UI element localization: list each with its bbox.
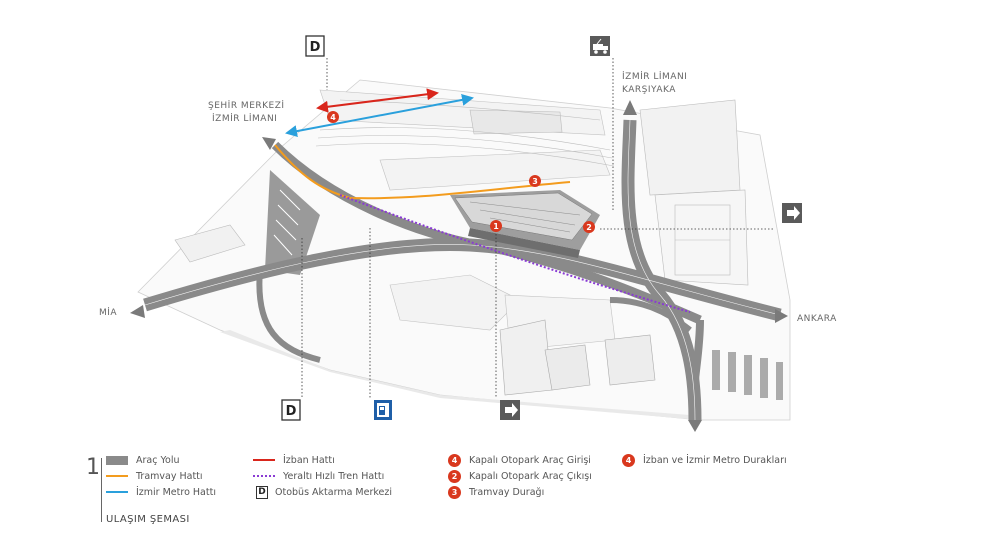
- bus-terminal-icon: D: [305, 35, 325, 57]
- underground-swatch: [253, 475, 275, 477]
- sheet-number: 1: [86, 455, 100, 480]
- svg-text:4: 4: [330, 113, 336, 122]
- legend-izban: İzban Hattı: [253, 453, 335, 467]
- arrow-right-icon: [500, 400, 520, 420]
- legend-metro: İzmir Metro Hattı: [106, 485, 216, 499]
- marker-4: 4: [327, 111, 339, 123]
- label-ankara: ANKARA: [797, 314, 837, 324]
- tow-truck-icon: [590, 36, 610, 56]
- tram-swatch: [106, 475, 128, 477]
- legend-label: İzmir Metro Hattı: [136, 486, 216, 498]
- arrow-right-icon: [782, 203, 802, 223]
- marker-3: 3: [529, 175, 541, 187]
- legend-parking-entry: 4 Kapalı Otopark Araç Girişi: [448, 453, 591, 467]
- svg-text:3: 3: [532, 177, 538, 186]
- label-izmir-limani-right: İZMİR LİMANI: [622, 71, 687, 82]
- road-swatch: [106, 455, 128, 465]
- marker-badge: 2: [448, 469, 461, 483]
- legend-label: İzban ve İzmir Metro Durakları: [643, 454, 787, 466]
- svg-text:2: 2: [586, 223, 592, 232]
- direction-arrows: [130, 100, 788, 432]
- legend-label: İzban Hattı: [283, 454, 335, 466]
- main-building: [450, 190, 600, 258]
- legend-tram-stop: 3 Tramvay Durağı: [448, 485, 544, 499]
- marker-1: 1: [490, 220, 502, 232]
- marker-badge: 3: [448, 485, 461, 499]
- metro-line: [285, 93, 474, 138]
- legend-label: Yeraltı Hızlı Tren Hattı: [283, 470, 385, 482]
- legend-tram: Tramvay Hattı: [106, 469, 203, 483]
- legend-label: Kapalı Otopark Araç Çıkışı: [469, 470, 592, 482]
- legend-label: Otobüs Aktarma Merkezi: [275, 486, 392, 498]
- sheet-divider: [101, 458, 102, 522]
- marker-badge: 4: [448, 453, 461, 467]
- fuel-station-icon: [374, 400, 392, 420]
- legend: Araç Yolu Tramvay Hattı İzmir Metro Hatt…: [0, 452, 1000, 538]
- underground-rail-line: [339, 194, 691, 313]
- legend-label: Tramvay Hattı: [136, 470, 203, 482]
- izban-swatch: [253, 459, 275, 461]
- label-izmir-limani-left: İZMİR LİMANI: [212, 113, 277, 124]
- legend-label: Araç Yolu: [136, 454, 180, 466]
- svg-text:D: D: [286, 404, 297, 419]
- svg-text:1: 1: [493, 222, 499, 231]
- label-karsiyaka: KARŞIYAKA: [622, 85, 676, 95]
- sheet-title: ULAŞIM ŞEMASI: [106, 514, 190, 525]
- legend-bus-terminal: D Otobüs Aktarma Merkezi: [256, 485, 392, 499]
- legend-izban-metro-stops: 4 İzban ve İzmir Metro Durakları: [622, 453, 787, 467]
- svg-text:D: D: [310, 40, 321, 55]
- bus-terminal-icon: D: [281, 399, 301, 421]
- label-mia: MİA: [99, 307, 117, 318]
- marker-2: 2: [583, 221, 595, 233]
- leader-lines: [301, 58, 775, 398]
- legend-road: Araç Yolu: [106, 453, 179, 467]
- marker-badge: 4: [622, 453, 635, 467]
- legend-label: Kapalı Otopark Araç Girişi: [469, 454, 591, 466]
- metro-swatch: [106, 491, 128, 493]
- label-sehir-merkezi: ŞEHİR MERKEZİ: [208, 100, 285, 111]
- legend-label: Tramvay Durağı: [469, 486, 545, 498]
- tram-line: [274, 144, 571, 200]
- legend-underground: Yeraltı Hızlı Tren Hattı: [253, 469, 384, 483]
- bus-terminal-icon: D: [256, 485, 268, 499]
- legend-parking-exit: 2 Kapalı Otopark Araç Çıkışı: [448, 469, 592, 483]
